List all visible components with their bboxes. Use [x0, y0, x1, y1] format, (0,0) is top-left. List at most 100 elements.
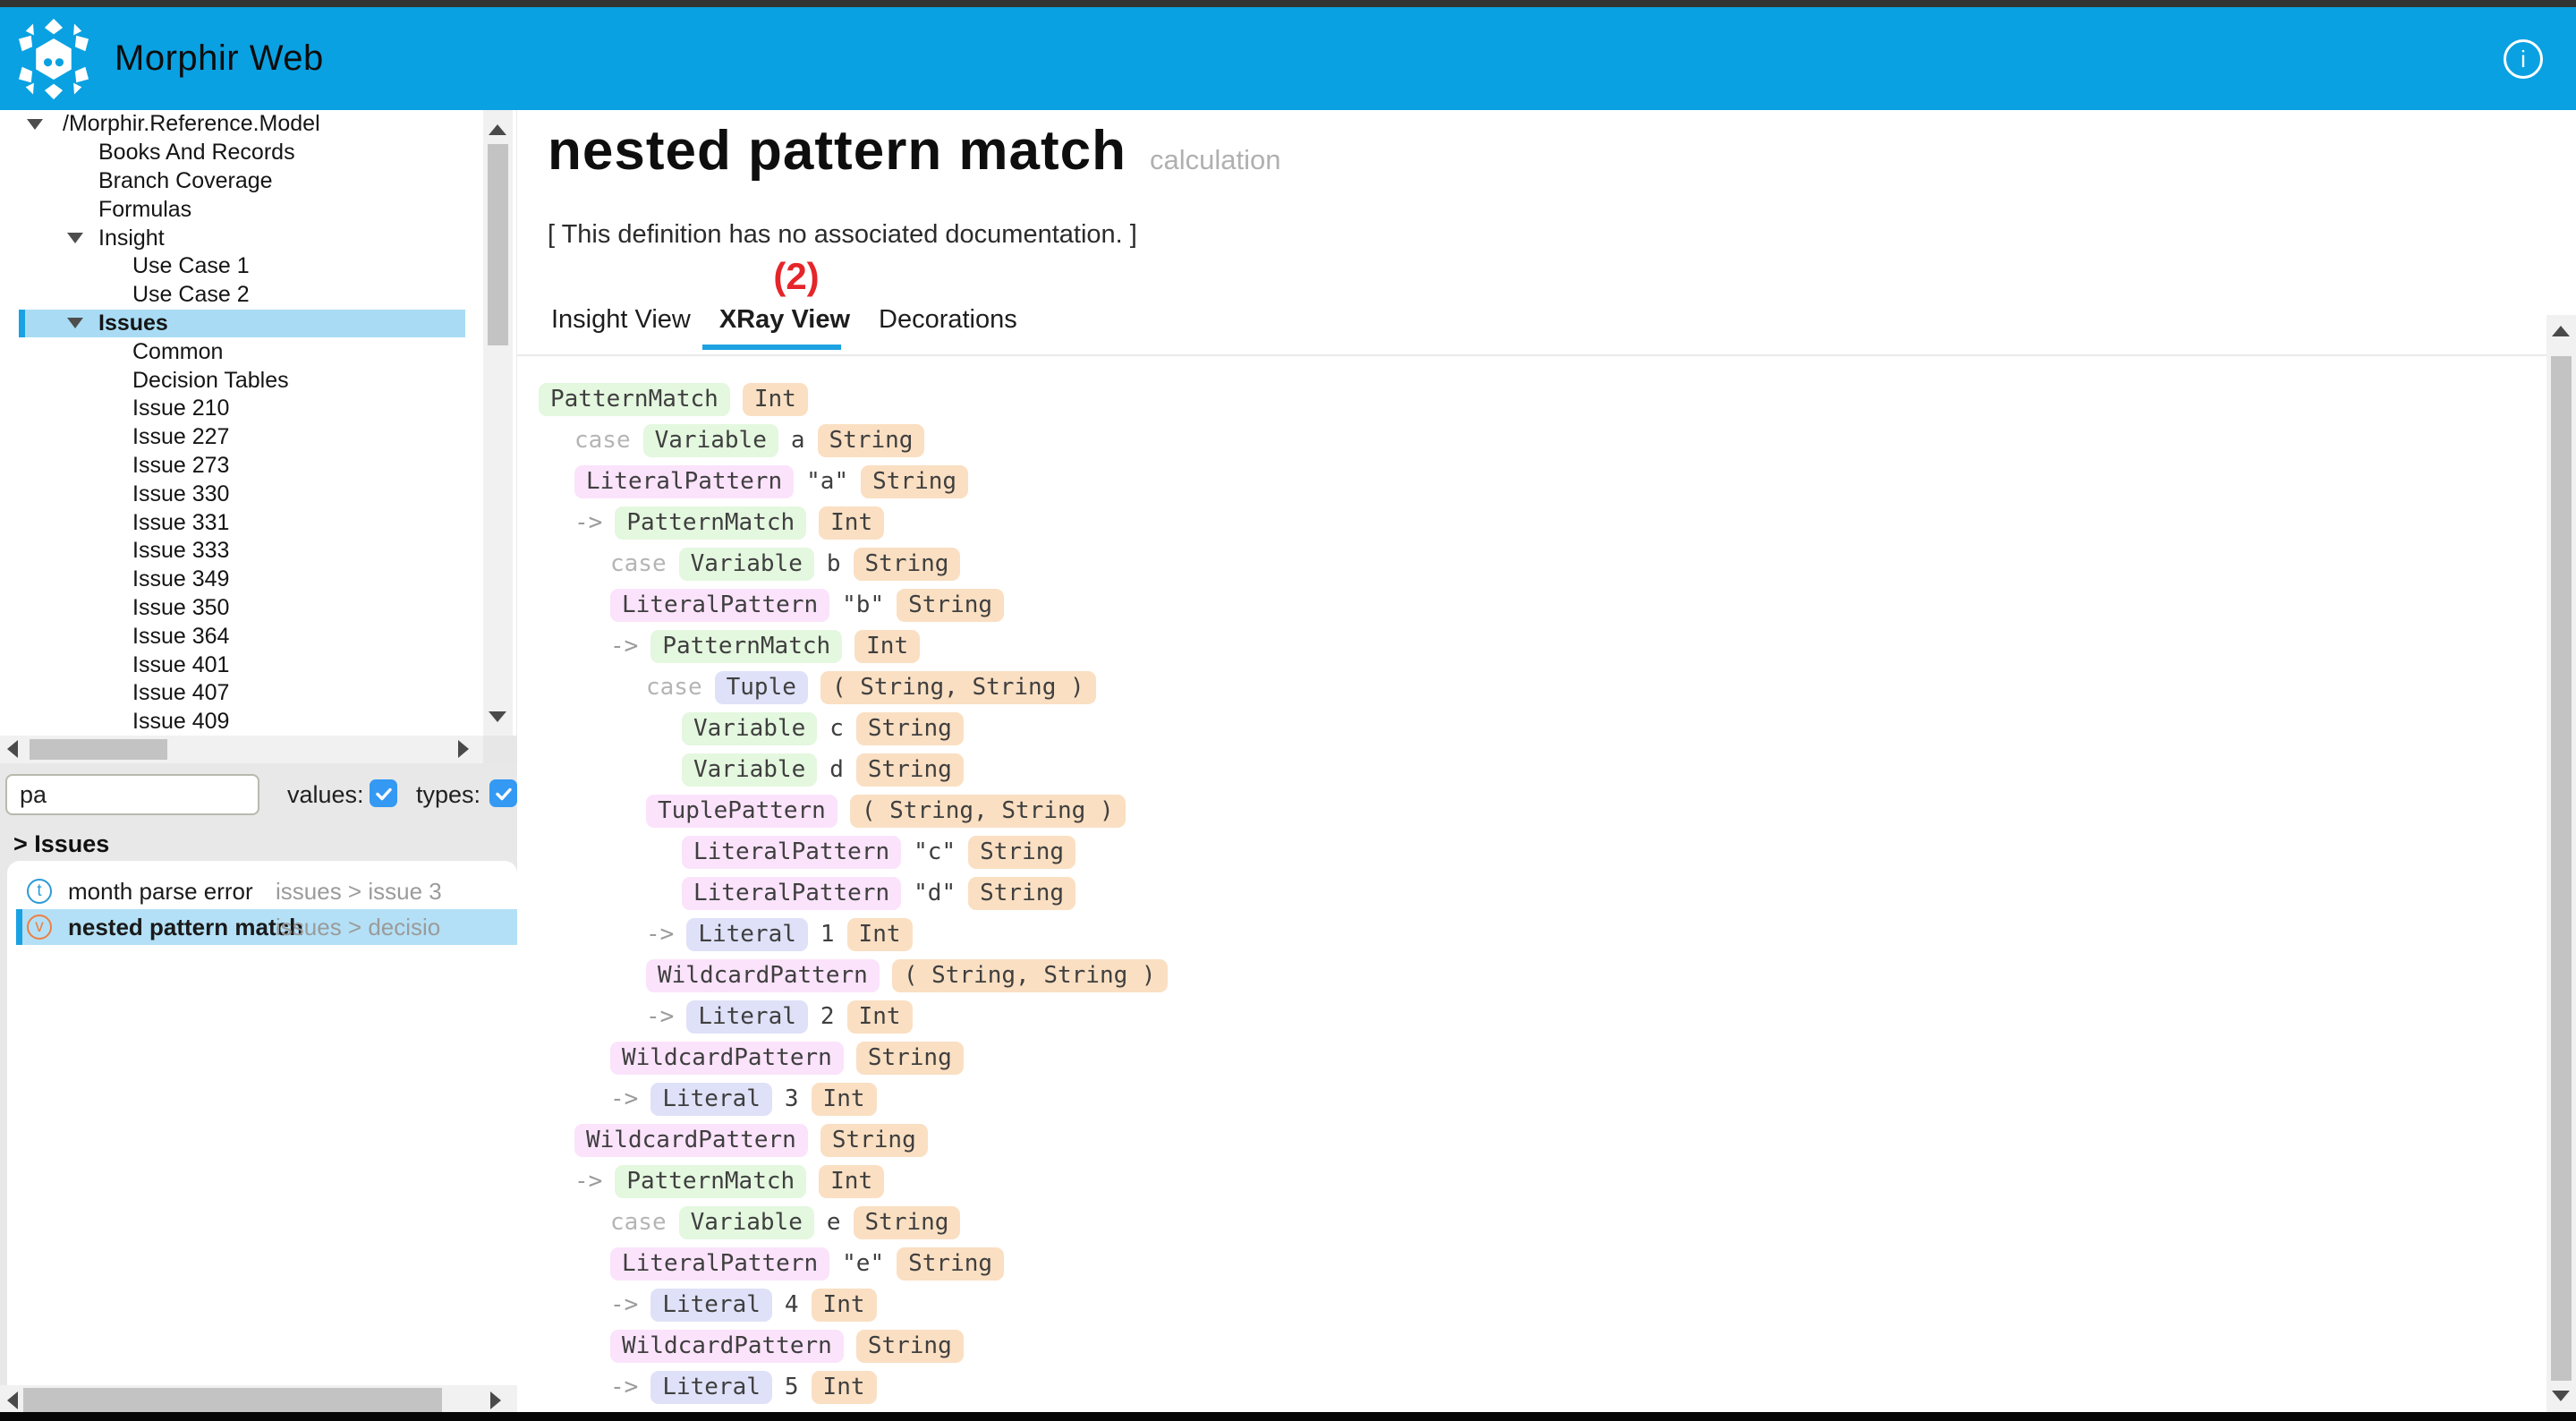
xray-tag-patternmatch: PatternMatch	[650, 629, 843, 663]
chevron-down-icon[interactable]	[67, 318, 83, 329]
sidebar-item-issue-407[interactable]: Issue 407	[0, 679, 483, 708]
scroll-right-arrow-icon[interactable]	[490, 1391, 501, 1409]
sidebar-item-books-and-records[interactable]: Books And Records	[0, 139, 483, 167]
xray-literal-text: "c"	[914, 838, 956, 865]
sidebar-item-issue-401[interactable]: Issue 401	[0, 651, 483, 679]
tab-insight-view[interactable]: Insight View	[551, 305, 691, 334]
sidebar-item-branch-coverage[interactable]: Branch Coverage	[0, 167, 483, 196]
main-vscroll-thumb[interactable]	[2551, 356, 2572, 1381]
scroll-up-arrow-icon[interactable]	[2552, 326, 2570, 336]
xray-tag-literalpattern: LiteralPattern	[574, 464, 795, 498]
sidebar-hscroll-thumb[interactable]	[23, 1388, 442, 1413]
results-group-header[interactable]: > Issues	[13, 830, 110, 857]
xray-literal-text: b	[826, 550, 841, 577]
xray-literal-text: 4	[784, 1291, 799, 1318]
sidebar-item-common[interactable]: Common	[0, 337, 483, 366]
tab-xray-view[interactable]: XRay View	[718, 305, 851, 334]
tree-item-label: Books And Records	[98, 140, 295, 166]
value-result-icon: v	[27, 915, 52, 940]
xray-tag-string: String	[968, 835, 1076, 869]
values-checkbox[interactable]	[370, 779, 397, 807]
scrollbar-corner	[483, 736, 517, 763]
xray-tag-string: String	[855, 1329, 964, 1363]
xray-tag-int: Int	[742, 382, 808, 416]
xray-tag-literal: Literal	[650, 1288, 772, 1322]
sidebar-item-insight[interactable]: Insight	[0, 224, 483, 252]
page-title-row: nested pattern match calculation	[548, 119, 1281, 183]
xray-tag-stringstring: ( String, String )	[849, 794, 1126, 828]
scroll-left-arrow-icon[interactable]	[7, 740, 18, 758]
xray-tag-literal: Literal	[650, 1370, 772, 1404]
arrow-glyph: ->	[646, 921, 675, 948]
sidebar-item-issue-210[interactable]: Issue 210	[0, 395, 483, 423]
main-vertical-scrollbar[interactable]	[2546, 315, 2576, 1412]
sidebar-item-use-case-1[interactable]: Use Case 1	[0, 252, 483, 281]
scroll-down-arrow-icon[interactable]	[489, 711, 506, 722]
arrow-glyph: ->	[574, 509, 603, 536]
tree-item-label: Issue 364	[132, 623, 230, 649]
scroll-right-arrow-icon[interactable]	[458, 740, 469, 758]
app-header: Morphir Web i	[0, 7, 2576, 110]
sidebar-item-decision-tables[interactable]: Decision Tables	[0, 366, 483, 395]
xray-tag-wildcardpattern: WildcardPattern	[574, 1123, 808, 1157]
tree-item-label: Use Case 1	[132, 253, 250, 279]
tree-hscroll-thumb[interactable]	[30, 739, 167, 760]
xray-row: TuplePattern ( String, String )	[539, 790, 2507, 831]
search-input[interactable]	[5, 774, 259, 815]
sidebar-item-formulas[interactable]: Formulas	[0, 195, 483, 224]
xray-tag-tuplepattern: TuplePattern	[646, 794, 837, 828]
info-icon[interactable]: i	[2504, 39, 2543, 79]
result-path: issues > issue 3	[276, 877, 442, 905]
tree-horizontal-scrollbar[interactable]	[0, 736, 483, 763]
sidebar-item-issue-227[interactable]: Issue 227	[0, 423, 483, 452]
sidebar-item-issues[interactable]: Issues	[0, 309, 483, 338]
sidebar-horizontal-scrollbar[interactable]	[0, 1385, 517, 1417]
sidebar-item-issue-350[interactable]: Issue 350	[0, 594, 483, 623]
tree-selection-band	[19, 309, 465, 338]
tree-item-label: Issue 407	[132, 680, 230, 706]
xray-tag-patternmatch: PatternMatch	[615, 506, 807, 540]
chevron-down-icon[interactable]	[27, 118, 43, 130]
tree-item-label: /Morphir.Reference.Model	[63, 111, 320, 137]
tree-vscroll-thumb[interactable]	[488, 144, 508, 345]
sidebar-item-use-case-2[interactable]: Use Case 2	[0, 281, 483, 310]
chevron-down-icon[interactable]	[67, 233, 83, 244]
types-checkbox[interactable]	[489, 779, 517, 807]
tab-decorations[interactable]: Decorations	[879, 305, 1017, 334]
scroll-up-arrow-icon[interactable]	[489, 124, 506, 135]
sidebar-item-issue-331[interactable]: Issue 331	[0, 508, 483, 537]
check-icon	[495, 787, 512, 800]
main-content: nested pattern match calculation [ This …	[517, 110, 2576, 1421]
result-selection-bar	[16, 909, 22, 945]
arrow-glyph: ->	[610, 633, 639, 659]
sidebar-item-issue-349[interactable]: Issue 349	[0, 566, 483, 594]
scroll-down-arrow-icon[interactable]	[2552, 1391, 2570, 1401]
scroll-left-arrow-icon[interactable]	[7, 1391, 18, 1409]
sidebar-item-issue-333[interactable]: Issue 333	[0, 537, 483, 566]
xray-literal-text: a	[790, 427, 805, 454]
xray-tag-literal: Literal	[650, 1082, 772, 1116]
xray-tag-patternmatch: PatternMatch	[615, 1164, 807, 1198]
tree-vertical-scrollbar[interactable]	[483, 110, 513, 736]
result-label: month parse error	[68, 877, 253, 905]
xray-literal-text: "b"	[842, 591, 885, 618]
xray-literal-text: "a"	[806, 468, 849, 495]
sidebar-item--morphir-reference-model[interactable]: /Morphir.Reference.Model	[0, 110, 483, 139]
xray-tag-variable: Variable	[678, 1205, 814, 1239]
xray-literal-text: "d"	[914, 880, 956, 906]
sidebar-item-issue-330[interactable]: Issue 330	[0, 480, 483, 508]
sidebar-item-issue-273[interactable]: Issue 273	[0, 452, 483, 481]
sidebar-item-issue-409[interactable]: Issue 409	[0, 708, 483, 736]
sidebar-item-issue-364[interactable]: Issue 364	[0, 622, 483, 651]
